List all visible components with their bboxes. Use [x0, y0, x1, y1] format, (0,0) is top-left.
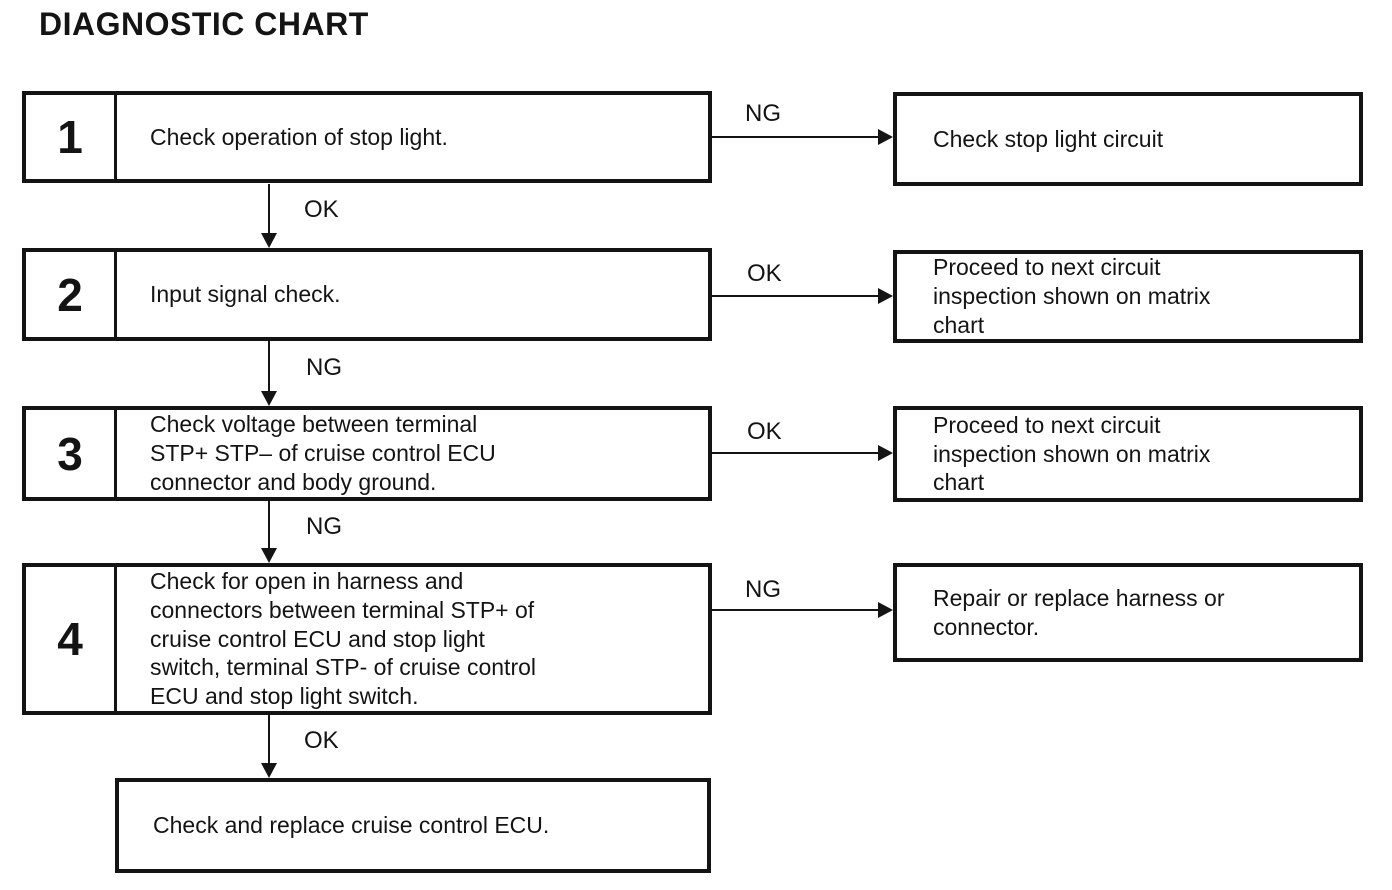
final-box: Check and replace cruise control ECU. [115, 778, 711, 873]
side-branch-label: NG [745, 576, 781, 603]
arrowhead-icon [261, 391, 277, 406]
result-box: Repair or replace harness or connector. [893, 563, 1363, 662]
step-box-3: 3 Check voltage between terminal STP+ ST… [22, 406, 712, 501]
page-title: DIAGNOSTIC CHART [39, 6, 369, 42]
step-box-2: 2 Input signal check. [22, 248, 712, 341]
down-branch-label: NG [306, 513, 342, 540]
arrow-shaft [712, 609, 881, 611]
step-text: Input signal check. [150, 281, 341, 308]
arrowhead-icon [878, 288, 893, 304]
step-text: Check operation of stop light. [150, 123, 448, 150]
arrow-shaft [268, 715, 270, 766]
side-branch-label: OK [747, 418, 782, 445]
side-branch-label: OK [747, 260, 782, 287]
arrow-shaft [712, 295, 881, 297]
right-arrow [712, 288, 893, 305]
arrow-shaft [268, 341, 270, 394]
step-number: 1 [26, 95, 117, 179]
arrowhead-icon [878, 129, 893, 145]
arrowhead-icon [878, 445, 893, 461]
down-arrow [261, 341, 278, 406]
arrowhead-icon [261, 763, 277, 778]
step-number: 2 [26, 252, 117, 337]
result-box: Check stop light circuit [893, 92, 1363, 186]
step-box-4: 4 Check for open in harness and connecto… [22, 563, 712, 715]
down-branch-label: OK [304, 196, 339, 223]
final-text: Check and replace cruise control ECU. [153, 812, 550, 838]
result-box: Proceed to next circuit inspection shown… [893, 250, 1363, 343]
down-arrow [261, 715, 278, 778]
arrowhead-icon [878, 602, 893, 618]
down-arrow [261, 501, 278, 563]
arrow-shaft [712, 452, 881, 454]
down-arrow [261, 184, 278, 248]
down-branch-label: OK [304, 727, 339, 754]
arrow-shaft [268, 184, 270, 236]
arrow-shaft [712, 136, 881, 138]
right-arrow [712, 445, 893, 462]
result-box: Proceed to next circuit inspection shown… [893, 406, 1363, 502]
step-text: Check for open in harness and connectors… [150, 567, 537, 710]
step-number: 3 [26, 410, 117, 497]
down-branch-label: NG [306, 354, 342, 381]
arrowhead-icon [261, 233, 277, 248]
step-text: Check voltage between terminal STP+ STP–… [150, 411, 496, 495]
right-arrow [712, 602, 893, 619]
side-branch-label: NG [745, 100, 781, 127]
step-number: 4 [26, 567, 117, 711]
step-box-1: 1 Check operation of stop light. [22, 91, 712, 183]
right-arrow [712, 129, 893, 146]
arrowhead-icon [261, 548, 277, 563]
arrow-shaft [268, 501, 270, 551]
